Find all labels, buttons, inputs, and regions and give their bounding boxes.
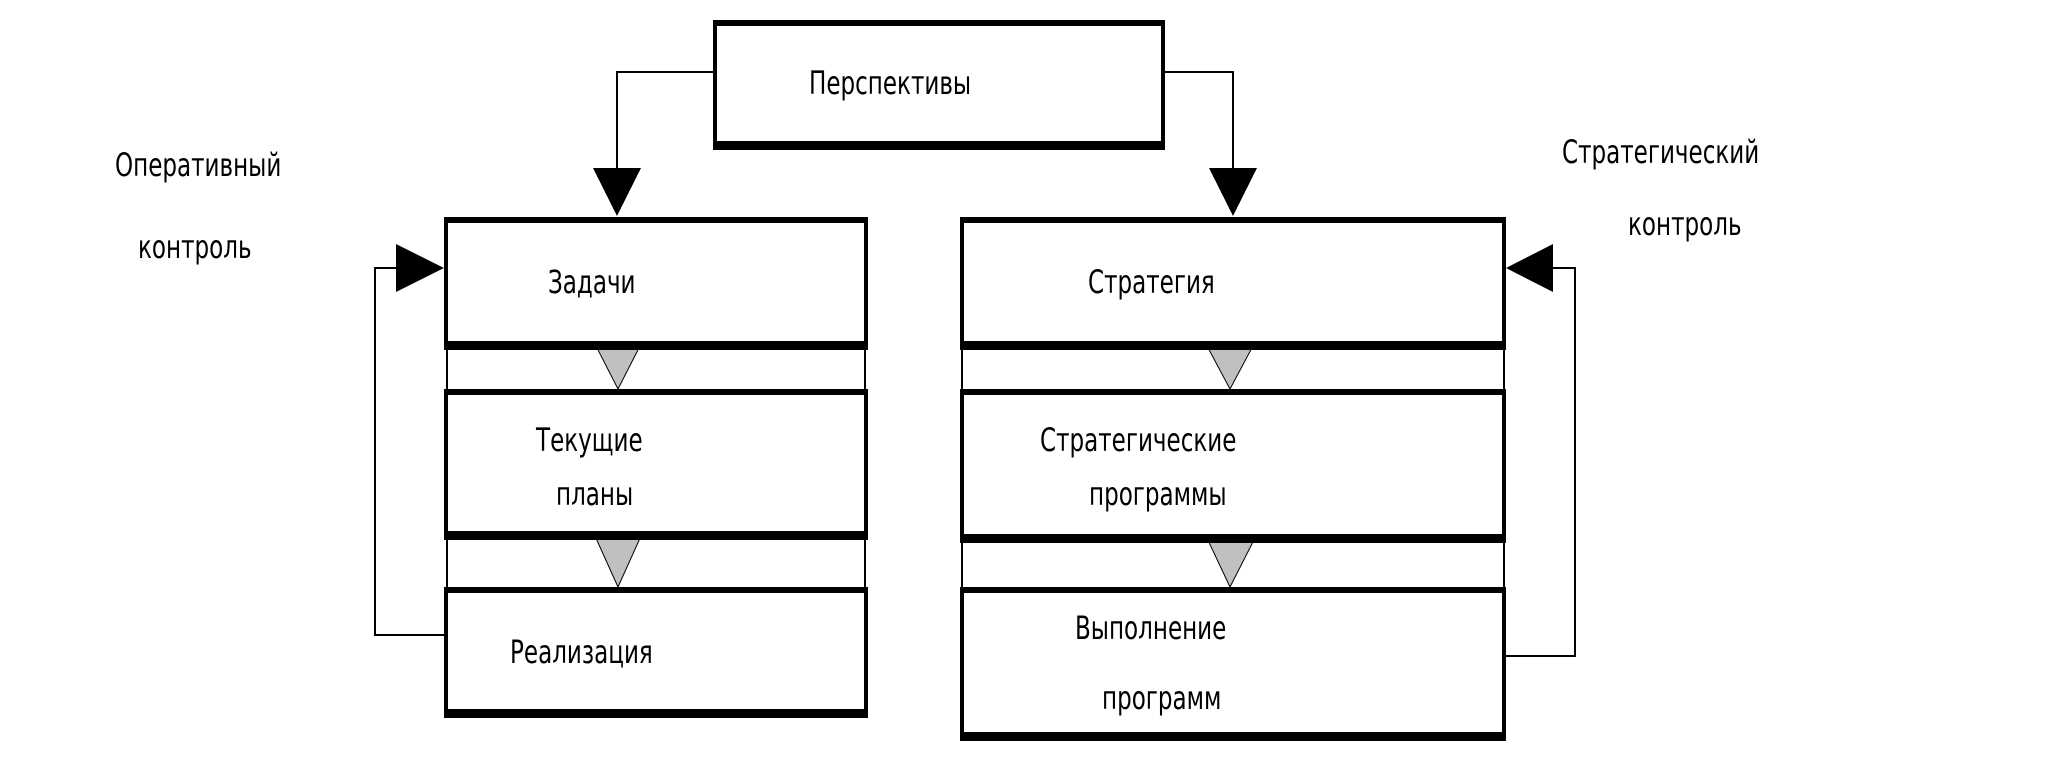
arrow-right-icon [396, 244, 444, 292]
connector-top-right [1165, 71, 1234, 170]
box-label: Реализация [510, 633, 653, 671]
box-label: планы [556, 475, 634, 513]
box-label: Текущие [536, 421, 643, 459]
box-label: Перспективы [809, 64, 972, 102]
feedback-line-left [374, 267, 444, 636]
gray-arrow-down-icon [1205, 343, 1255, 391]
gray-arrow-down-icon [594, 535, 642, 589]
box-implementation: Реализация [444, 587, 868, 718]
box-strategic-programs: Стратегические программы [960, 389, 1506, 543]
gray-arrow-down-icon [1205, 535, 1257, 589]
box-tasks: Задачи [444, 217, 868, 350]
box-current-plans: Текущие планы [444, 389, 868, 540]
arrow-down-icon [1209, 168, 1257, 216]
gray-arrow-down-icon [594, 343, 642, 391]
box-label: Стратегия [1088, 263, 1215, 301]
box-perspectives: Перспективы [713, 20, 1165, 150]
box-label: программы [1089, 475, 1227, 513]
feedback-line-right [1506, 267, 1576, 657]
box-program-execution: Выполнение программ [960, 587, 1506, 741]
box-strategy: Стратегия [960, 217, 1506, 350]
operational-control-label: Оперативный [115, 146, 282, 184]
strategic-control-label: контроль [1628, 205, 1742, 243]
box-label: Выполнение [1075, 609, 1227, 647]
box-label: Стратегические [1040, 421, 1237, 459]
box-label: Задачи [548, 263, 636, 301]
operational-control-label: контроль [138, 228, 252, 266]
box-label: программ [1102, 679, 1222, 717]
strategic-control-label: Стратегический [1562, 133, 1760, 171]
connector-top-left [616, 71, 713, 170]
arrow-left-icon [1506, 244, 1553, 292]
arrow-down-icon [593, 168, 641, 216]
